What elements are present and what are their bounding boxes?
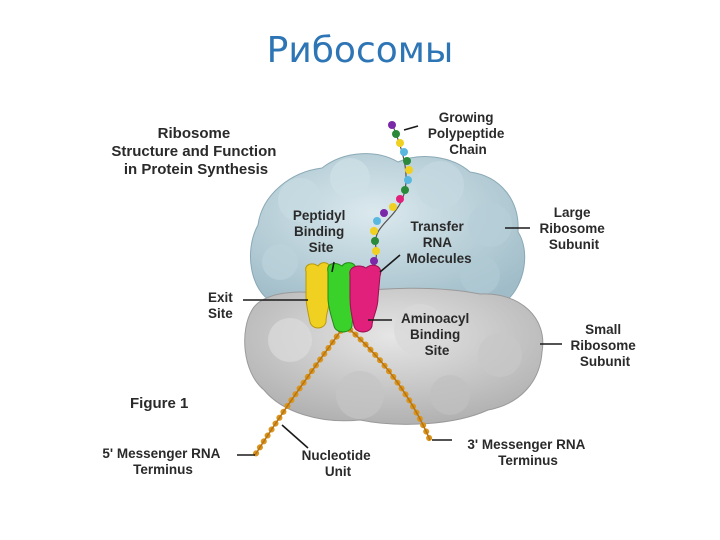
label-transfer-rna: Transfer RNA Molecules	[406, 219, 471, 266]
label-peptidyl-site: Peptidyl Binding Site	[293, 208, 349, 255]
leader-nucleotide	[281, 424, 309, 449]
label-large-subunit: Large Ribosome Subunit	[539, 205, 608, 252]
label-mrna-3-terminus: 3' Messenger RNA Terminus	[467, 437, 588, 468]
label-nucleotide-unit: Nucleotide Unit	[302, 448, 375, 479]
slide-title: Рибосомы	[266, 30, 454, 71]
figure-heading: Ribosome Structure and Function in Prote…	[111, 125, 280, 178]
leader-peptidyl	[331, 261, 335, 273]
label-growing-chain: Growing Polypeptide Chain	[428, 110, 508, 157]
large-subunit	[250, 153, 526, 303]
label-small-subunit: Small Ribosome Subunit	[570, 322, 639, 369]
leader-growing-chain	[403, 125, 419, 131]
label-aminoacyl-site: Aminoacyl Binding Site	[401, 311, 473, 358]
label-mrna-5-terminus: 5' Messenger RNA Terminus	[102, 446, 223, 477]
figure-caption: Figure 1	[130, 395, 188, 412]
leader-transfer-rna	[379, 254, 401, 273]
label-exit-site: Exit Site	[208, 290, 237, 321]
trna-aminoacyl-site	[349, 264, 382, 333]
trna-exit-site	[305, 262, 331, 329]
